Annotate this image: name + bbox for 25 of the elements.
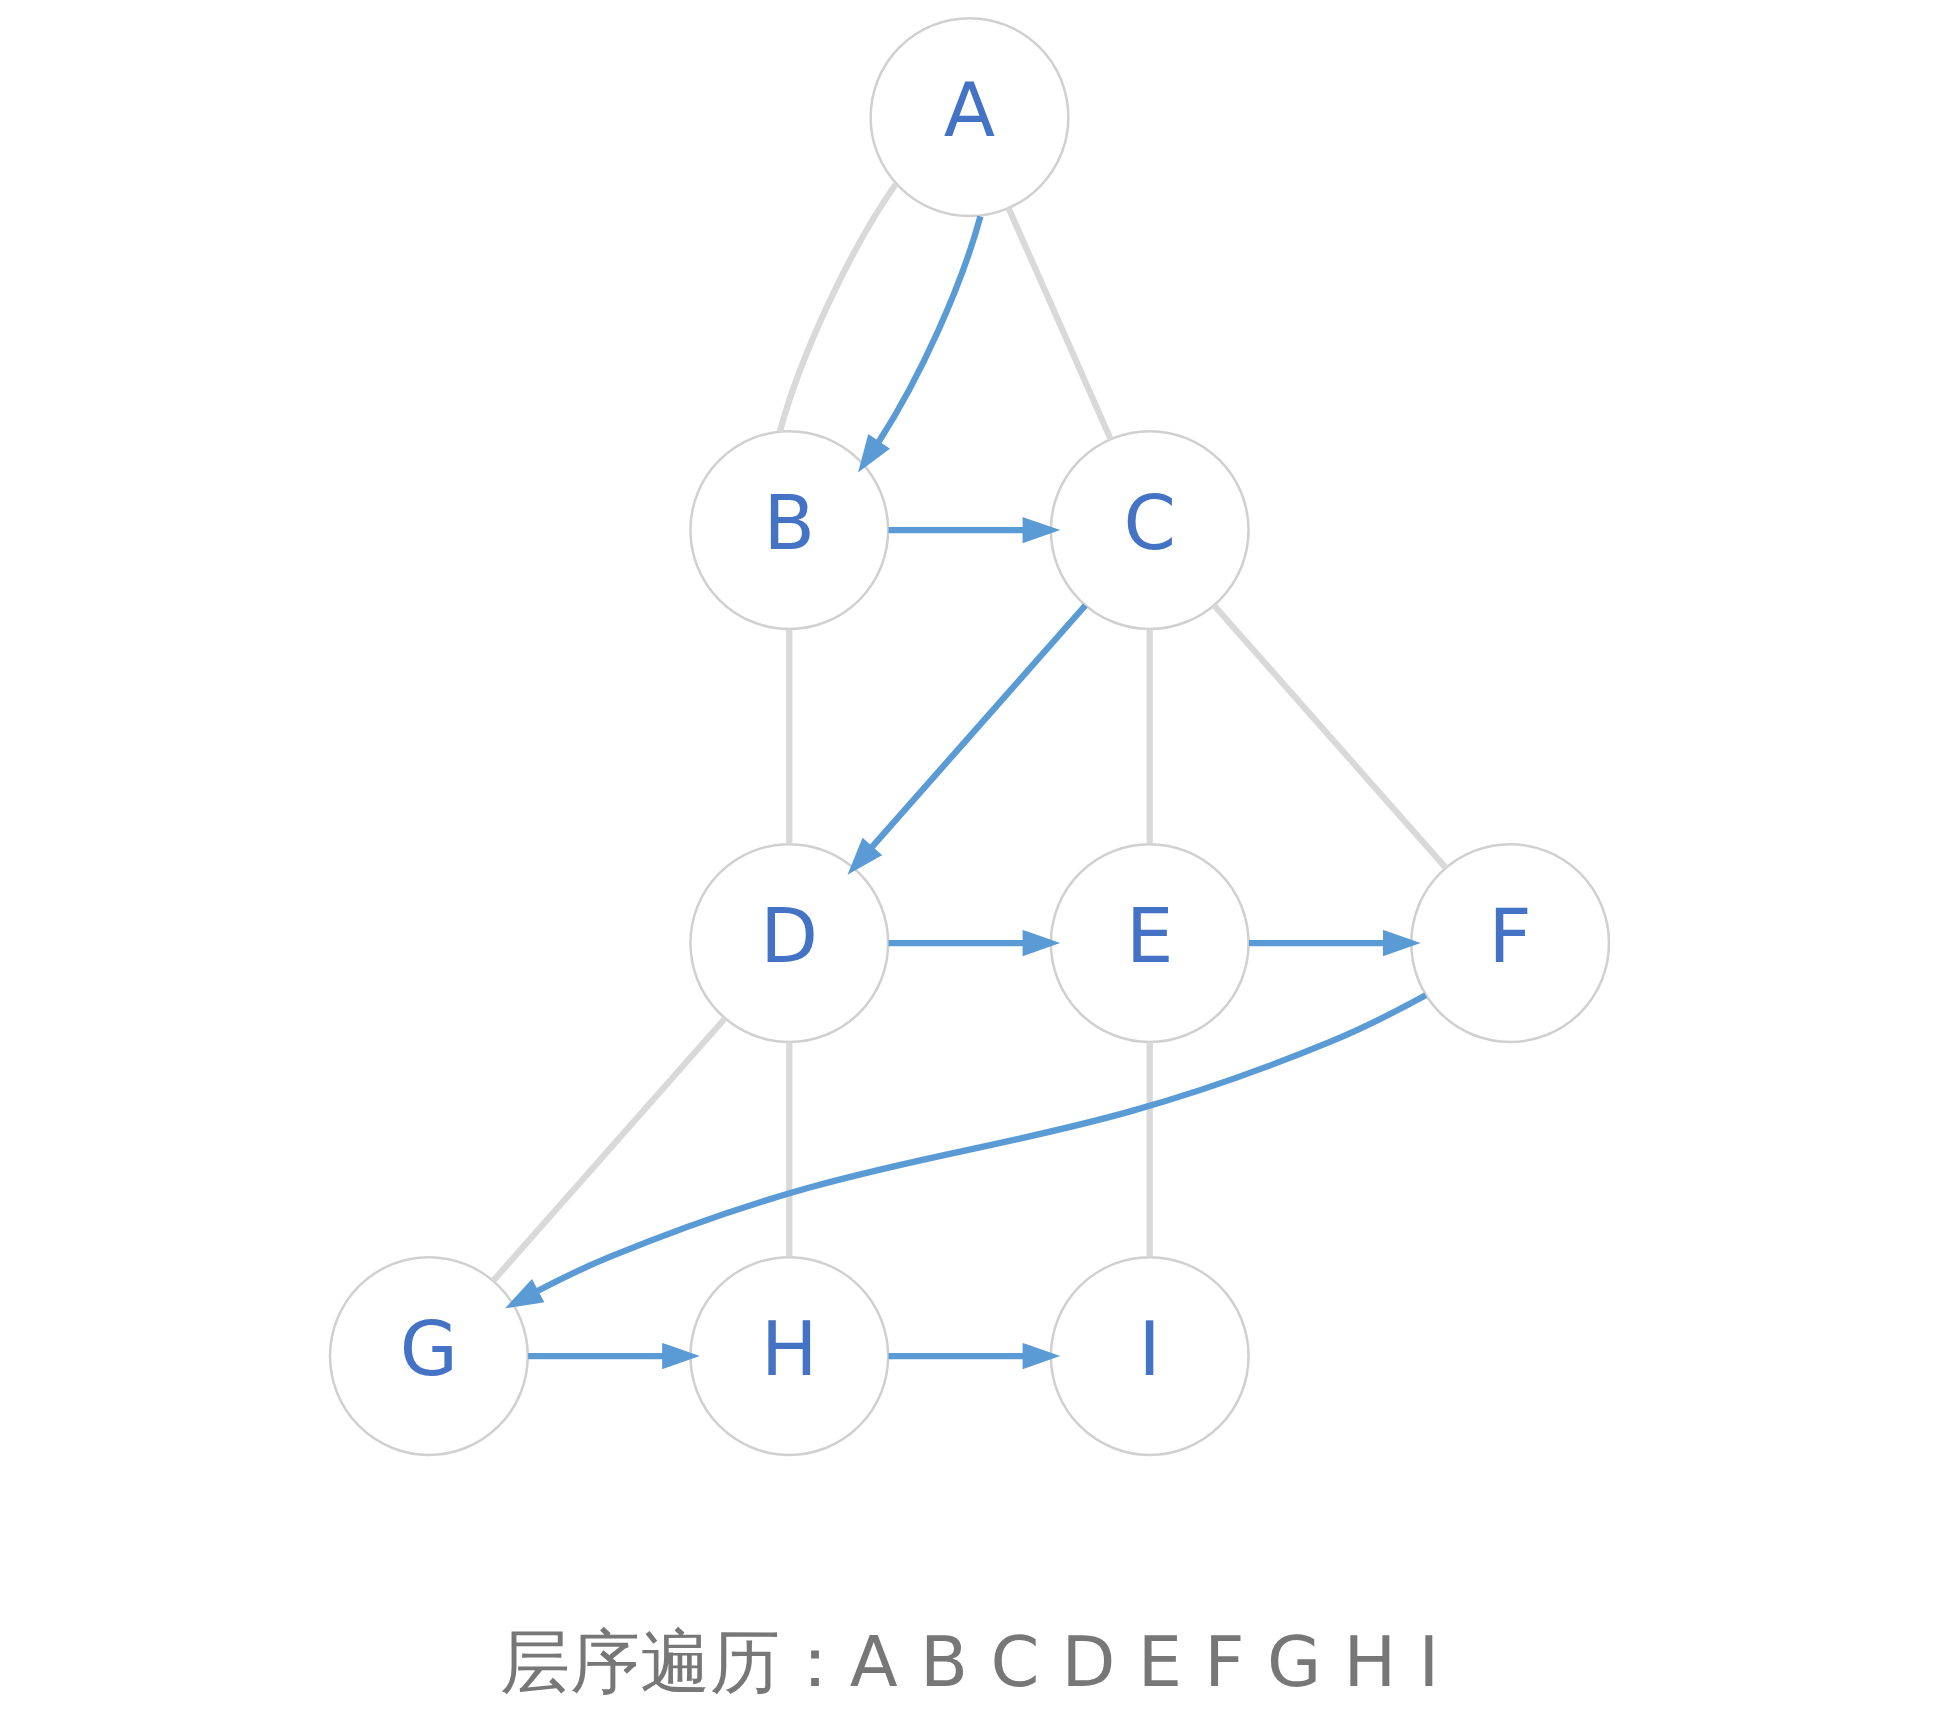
connector [491, 1016, 728, 1283]
node-circle: I [1049, 1255, 1250, 1457]
node-circle: A [869, 17, 1070, 218]
connector [1146, 629, 1153, 844]
node-circle: E [1049, 842, 1250, 1044]
connector [1146, 1042, 1153, 1257]
arrow [505, 992, 1428, 1309]
caption: 层序遍历：A B C D E F G H I [499, 1621, 1440, 1704]
arrow [847, 603, 1088, 875]
arrow [1248, 929, 1421, 957]
connector [786, 1042, 793, 1257]
connector [786, 629, 793, 844]
node-circle: H [689, 1255, 890, 1457]
node-circle: G [328, 1255, 529, 1457]
arrow [888, 1342, 1061, 1370]
connector [776, 182, 899, 433]
node-circle: D [689, 842, 890, 1044]
node-circle: F [1410, 842, 1611, 1044]
arrow [888, 929, 1061, 957]
arrow [888, 516, 1061, 544]
connector [1005, 206, 1114, 441]
node-circle: C [1049, 430, 1250, 631]
arrow [528, 1342, 700, 1370]
connector [1211, 603, 1448, 870]
arrow [858, 215, 984, 473]
